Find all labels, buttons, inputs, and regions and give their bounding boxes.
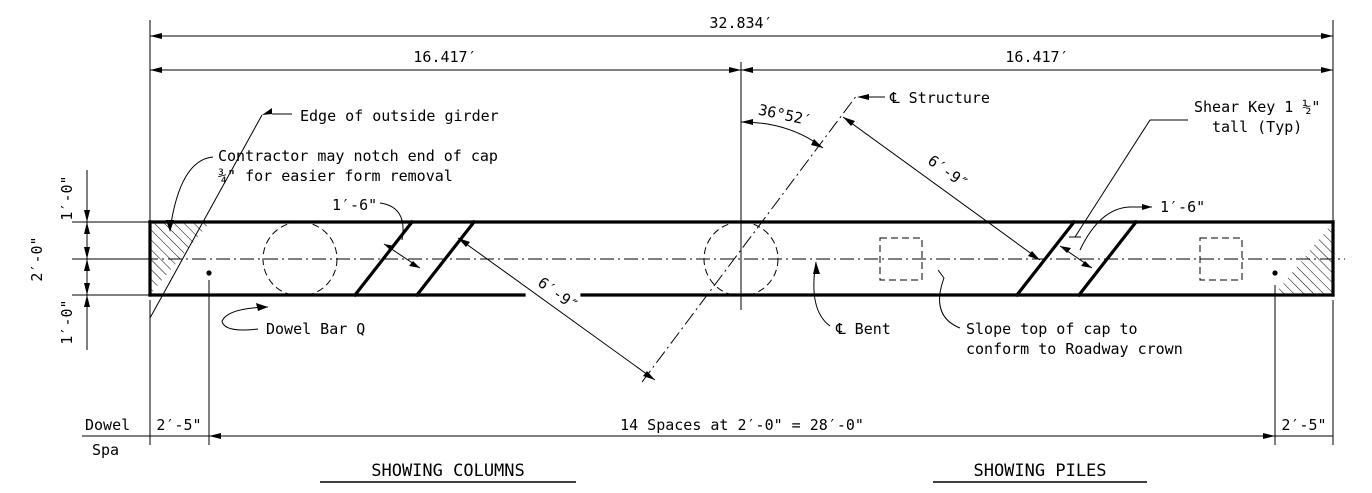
dowel-bars: Dowel Bar Q	[206, 270, 1278, 338]
spa-label: Spa	[92, 441, 119, 459]
pile-right	[1199, 237, 1243, 281]
dowel-label: Dowel	[85, 416, 130, 434]
skew-length-upper: 6′-9″	[842, 116, 1041, 261]
skew-length-upper-label: 6′-9″	[924, 151, 971, 192]
bent-centerline-note: ℄ Bent	[813, 261, 891, 338]
left-offset-label: 1′-6"	[332, 196, 377, 214]
dowel-left-spacing-label: 2′-5"	[156, 416, 201, 434]
girder-note-label: Edge of outside girder	[300, 107, 499, 125]
piles	[879, 237, 1243, 281]
view-titles: SHOWING COLUMNS SHOWING PILES	[320, 461, 1147, 483]
bent-centerline-label: ℄ Bent	[835, 320, 891, 338]
pile-center	[879, 237, 923, 281]
depth-bottom-label: 1′-0"	[58, 299, 76, 344]
columns-title: SHOWING COLUMNS	[371, 461, 525, 481]
right-offset-label: 1′-6"	[1160, 198, 1205, 216]
left-half-dimension-label: 16.417′	[413, 48, 476, 66]
slope-note-line1: Slope top of cap to	[966, 320, 1138, 338]
dowel-bar-right	[1272, 270, 1278, 276]
column-center	[703, 221, 779, 297]
columns	[262, 221, 779, 297]
structure-centerline: ℄ Structure	[641, 89, 990, 383]
dowel-bar-label: Dowel Bar Q	[266, 320, 365, 338]
dowel-bar-left	[206, 270, 212, 276]
structure-centerline-label: ℄ Structure	[889, 89, 990, 107]
depth-top-label: 1′-0"	[58, 175, 76, 220]
overall-dimension: 32.834′	[149, 14, 1334, 222]
right-offset-dimension: 1′-6"	[1059, 198, 1205, 269]
dowel-spacing: Dowel Spa 2′-5" 2′-5" 14 Spaces at 2′-0"…	[82, 280, 1334, 459]
notch-note-line1: Contractor may notch end of cap	[218, 147, 498, 165]
bent-cap	[120, 219, 1345, 298]
column-left	[262, 221, 338, 297]
depth-dimensions: 1′-0" 2′-0" 1′-0"	[28, 170, 150, 350]
skew-angle: 36°52′	[740, 101, 824, 149]
skew-angle-label: 36°52′	[757, 101, 814, 130]
shear-key-note-line1: Shear Key 1 ½"	[1194, 98, 1320, 116]
shear-key-note-line2: tall (Typ)	[1212, 118, 1302, 136]
skew-length-lower-label: 6′-9″	[534, 273, 581, 314]
notch-note-line2: ¾" for easier form removal	[218, 167, 453, 185]
girder-note: Edge of outside girder	[149, 107, 499, 319]
piles-title: SHOWING PILES	[973, 461, 1106, 481]
overall-dimension-label: 32.834′	[709, 14, 772, 32]
depth-total-label: 2′-0"	[28, 236, 46, 281]
slope-note: Slope top of cap to conform to Roadway c…	[937, 269, 1183, 358]
shear-key-note: Shear Key 1 ½" tall (Typ)	[1069, 98, 1320, 238]
notch-note: Contractor may notch end of cap ¾" for e…	[166, 147, 498, 232]
right-half-dimension-label: 16.417′	[1005, 48, 1068, 66]
dowel-right-spacing-label: 2′-5"	[1281, 416, 1326, 434]
left-offset-dimension: 1′-6"	[332, 196, 421, 269]
half-dimensions: 16.417′ 16.417′	[150, 48, 1333, 310]
spacing-label: 14 Spaces at 2′-0" = 28′-0"	[620, 416, 864, 434]
slope-note-line2: conform to Roadway crown	[966, 340, 1183, 358]
